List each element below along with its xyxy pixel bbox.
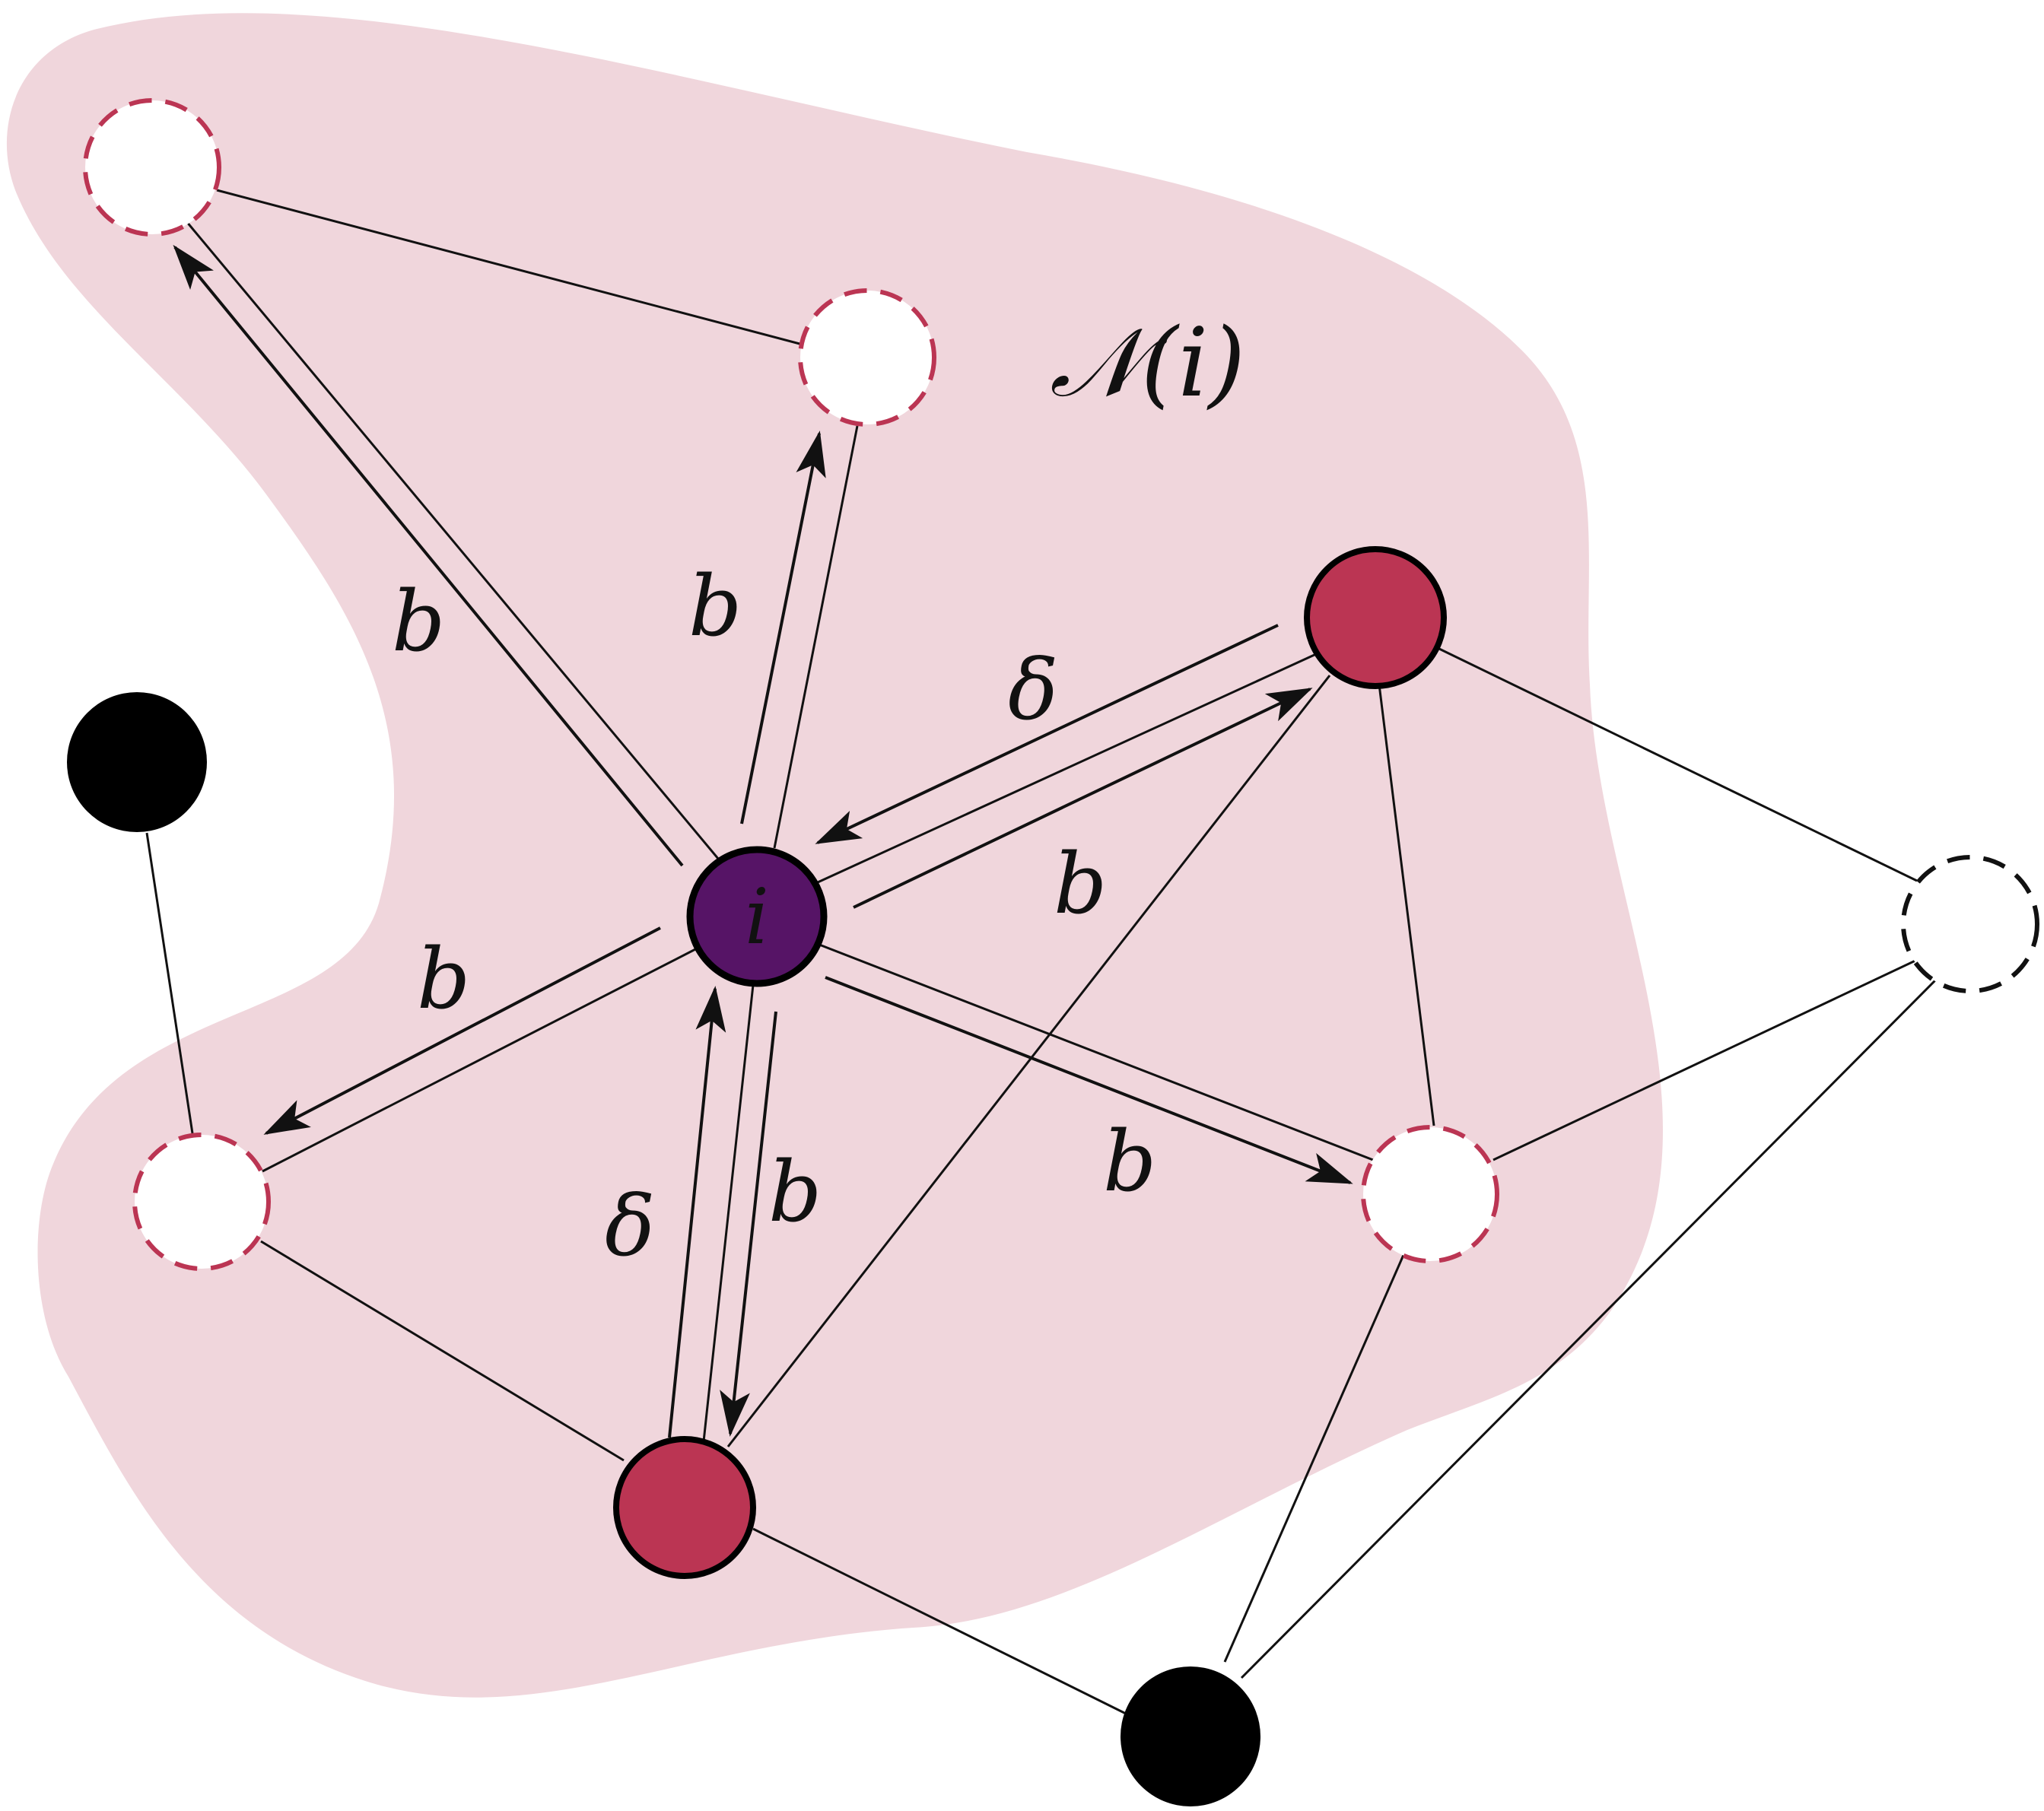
- network-nodes: [67, 98, 2039, 1806]
- edge-i-b: [773, 425, 859, 849]
- rate-arrows: [173, 244, 1353, 1438]
- rate-label-b-a: b: [392, 573, 445, 670]
- susceptible-neighbor-node-g: [1361, 1125, 1499, 1263]
- edge-e-f: [145, 832, 194, 1134]
- susceptible-neighbor-node-a: [83, 98, 221, 237]
- rate-label-delta-h: δ: [605, 1177, 655, 1275]
- edge-g-d: [1492, 958, 1918, 1161]
- rate-label-b-g: b: [1103, 1113, 1156, 1210]
- arrow-i-to-c: [853, 688, 1313, 909]
- arrow-i-to-g: [825, 976, 1353, 1184]
- edge-i-g: [815, 942, 1374, 1161]
- neighborhood-label: 𝒩(i): [1050, 308, 1245, 418]
- infected-node-h: [613, 1436, 756, 1579]
- neighborhood-region: [6, 13, 1663, 1698]
- edge-c-h: [726, 675, 1331, 1447]
- edge-i-f: [262, 945, 701, 1173]
- recovered-node-j: [1121, 1666, 1260, 1806]
- arrow-i-to-f: [263, 926, 661, 1135]
- arrow-h-to-i: [668, 986, 726, 1438]
- edge-f-h: [260, 1240, 625, 1462]
- edge-i-h: [702, 984, 755, 1442]
- edge-c-g: [1378, 684, 1435, 1126]
- rate-label-b-f: b: [417, 930, 470, 1028]
- susceptible-neighbor-node-b: [798, 288, 936, 427]
- center-node-label: i: [745, 872, 769, 961]
- rate-label-b-c: b: [1054, 835, 1107, 933]
- arrow-i-to-h: [720, 1011, 777, 1437]
- arrow-i-to-a: [173, 244, 684, 867]
- arrow-i-to-b: [740, 431, 826, 824]
- rate-label-b-h: b: [768, 1143, 822, 1241]
- rate-label-b-b: b: [688, 558, 742, 655]
- edge-d-j: [1240, 974, 1941, 1679]
- network-edges: [145, 189, 1941, 1715]
- edge-i-c: [817, 653, 1317, 884]
- edge-i-a: [181, 216, 758, 906]
- rate-label-delta-c: δ: [1008, 641, 1058, 739]
- recovered-node-e: [67, 692, 207, 832]
- susceptible-outside-node-d: [1901, 855, 2039, 993]
- edge-a-b: [216, 189, 803, 346]
- infected-node-c: [1304, 546, 1447, 689]
- edge-c-d: [1437, 647, 1918, 882]
- edge-h-j: [752, 1527, 1127, 1715]
- susceptible-neighbor-node-f: [132, 1133, 271, 1271]
- edge-g-j: [1223, 1254, 1405, 1663]
- arrow-c-to-i: [815, 624, 1279, 844]
- center-node-i: [686, 846, 828, 987]
